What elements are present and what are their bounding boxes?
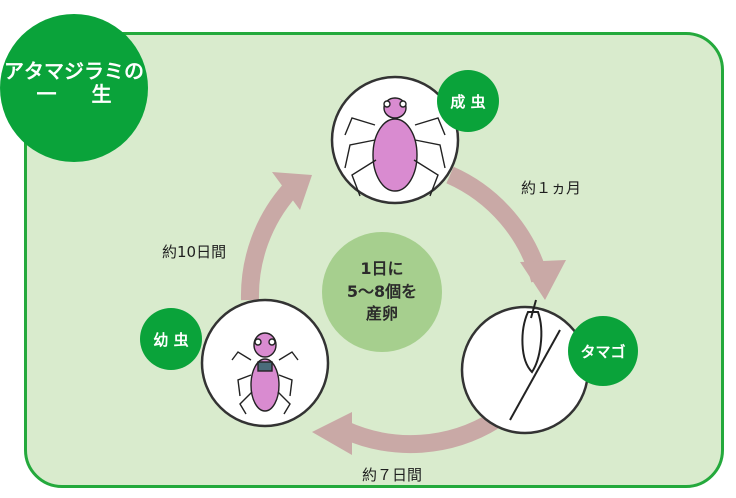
adult-louse-icon bbox=[344, 97, 446, 197]
stage-label-adult: 成 虫 bbox=[437, 70, 499, 132]
arrow-larva-to-adult bbox=[240, 184, 297, 301]
duration-larva-to-adult: 約10日間 bbox=[162, 243, 227, 261]
title-line1: アタマジラミの bbox=[4, 59, 144, 83]
arrow-adult-to-egg-head bbox=[520, 260, 566, 300]
arrow-egg-to-larva-head bbox=[312, 412, 352, 455]
duration-egg-to-larva: 約７日間 bbox=[362, 466, 423, 484]
egg-nit-icon bbox=[509, 299, 561, 421]
center-circle bbox=[322, 232, 442, 352]
arrow-egg-to-larva bbox=[341, 412, 500, 453]
duration-adult-to-egg: 約１ヵ月 bbox=[521, 179, 582, 197]
center-line3: 産卵 bbox=[365, 304, 398, 324]
title-line2: 一 生 bbox=[36, 82, 126, 106]
stage-label-egg: タマゴ bbox=[568, 316, 638, 386]
stage-label-larva: 幼 虫 bbox=[140, 308, 202, 370]
center-line2: 5〜8個を bbox=[346, 281, 418, 301]
center-note: 1日に 5〜8個を 産卵 bbox=[322, 232, 442, 352]
center-line1: 1日に bbox=[360, 259, 404, 279]
arrow-larva-to-adult-head bbox=[272, 172, 312, 210]
title-badge: アタマジラミの 一 生 bbox=[0, 14, 148, 162]
larva-louse-icon bbox=[231, 332, 299, 415]
